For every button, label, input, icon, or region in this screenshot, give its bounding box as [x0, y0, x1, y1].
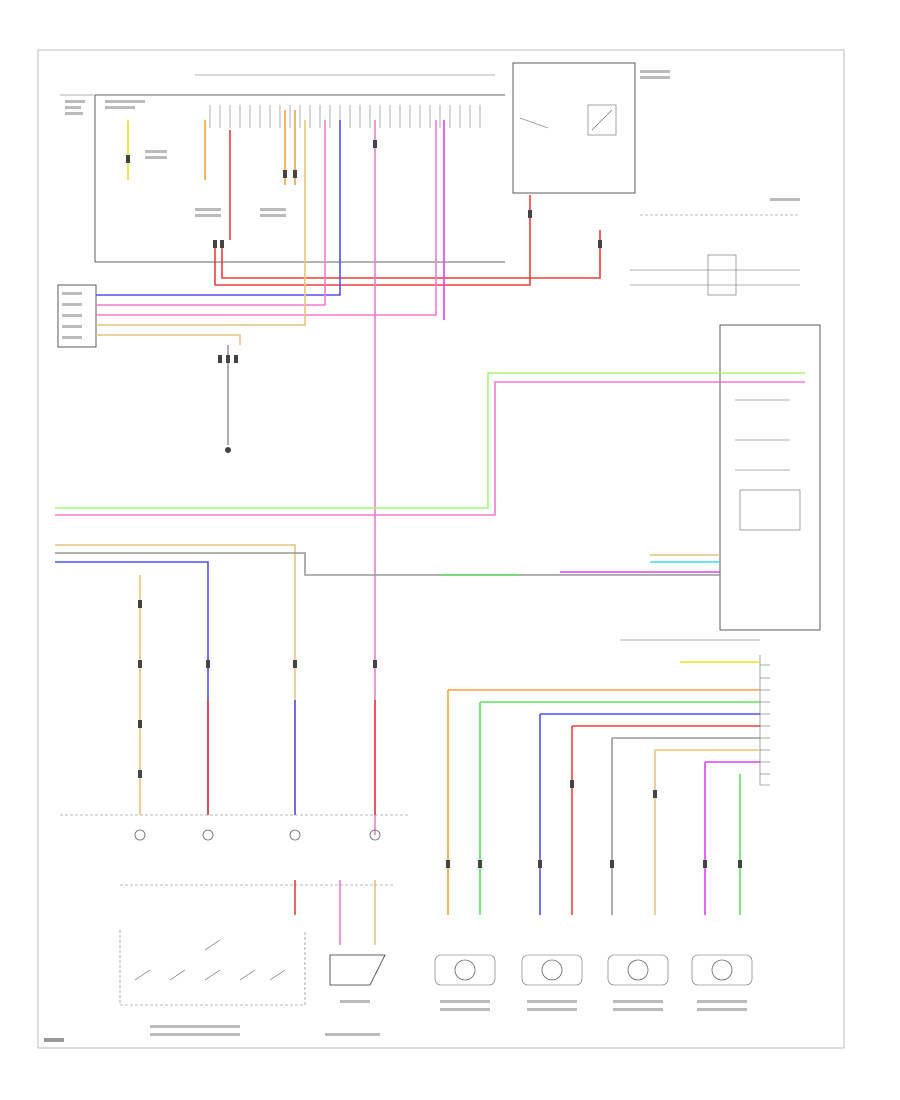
- cruise-switch-block: [119, 930, 306, 1036]
- wire-pink-1: [96, 120, 326, 306]
- diagram-frame: [37, 49, 845, 1049]
- combination-meter-block: [630, 254, 821, 631]
- wire-red-2: [221, 230, 601, 279]
- spiral-cable-row: [60, 814, 410, 886]
- wire-green-1: [55, 372, 805, 509]
- ecm-block: [60, 74, 505, 263]
- wire-pink-meter: [55, 381, 805, 516]
- connector-marks: [126, 140, 742, 868]
- abs-pins: [760, 664, 770, 775]
- wire-pink-2: [96, 120, 437, 316]
- speed-sensor-fl: [691, 954, 753, 1011]
- abs-actuator-block: [620, 639, 770, 786]
- wire-tan-3: [55, 544, 296, 815]
- wire-tan-2: [96, 334, 241, 345]
- ecm-pin-ticks: [209, 105, 481, 128]
- speed-sensor-fr: [434, 954, 496, 1011]
- speed-sensor-rr: [607, 954, 669, 1011]
- wire-red-main: [214, 195, 531, 286]
- left-sensor-connector: [57, 284, 97, 348]
- stop-light-switch-block: [512, 62, 800, 216]
- clutch-switch-block: [325, 954, 386, 1036]
- wire-blue-2: [55, 561, 209, 815]
- wire-blue-1: [96, 120, 341, 296]
- wire-tan-1: [96, 120, 306, 326]
- diagram-code-mark: [44, 1038, 64, 1042]
- speed-sensor-rl: [521, 954, 583, 1011]
